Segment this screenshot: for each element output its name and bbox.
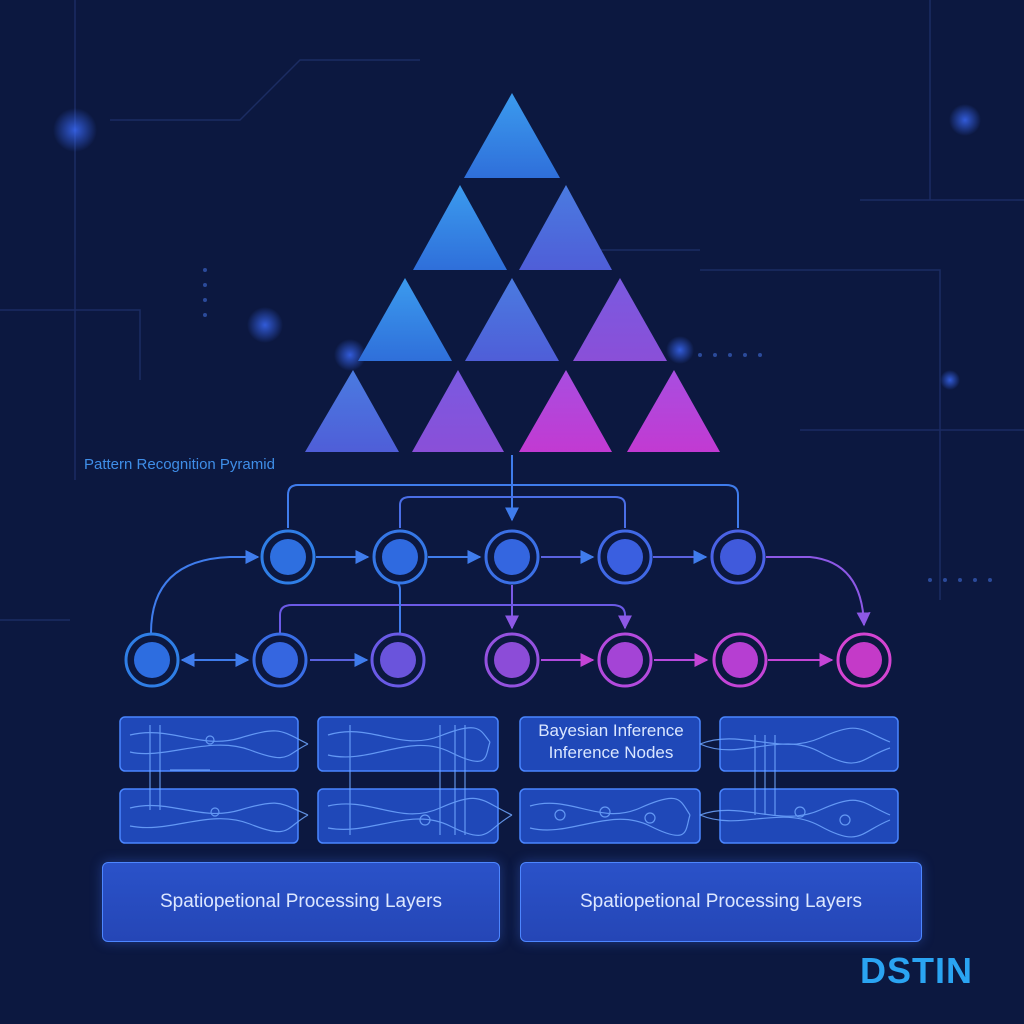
node (270, 539, 306, 575)
node (720, 539, 756, 575)
processing-layers-right-label: Spatiopetional Processing Layers (579, 891, 862, 912)
processing-layers-right: Spatiopetional Processing Layers (520, 862, 922, 942)
pyramid-triangle (305, 370, 399, 452)
pyramid-triangle (519, 185, 612, 270)
node (722, 642, 758, 678)
inference-nodes (124, 529, 892, 688)
processing-layers-left: Spatiopetional Processing Layers (102, 862, 500, 942)
background-circuitry (0, 0, 1024, 621)
pyramid-label: Pattern Recognition Pyramid (84, 456, 275, 473)
pyramid-triangle (464, 93, 560, 178)
flow-streamlines (129, 725, 891, 838)
node (262, 642, 298, 678)
flow-panel (719, 716, 899, 772)
pyramid-triangle (358, 278, 452, 361)
processing-layers-left-label: Spatiopetional Processing Layers (159, 891, 442, 912)
flow-panel (317, 716, 499, 772)
node (380, 642, 416, 678)
pyramid-triangle (573, 278, 667, 361)
brand-logo: DSTIN (860, 950, 973, 991)
pyramid-triangle (465, 278, 559, 361)
flow-panel (119, 788, 299, 844)
bayesian-inference-label: Bayesian Inference Inference Nodes (522, 720, 700, 764)
node (134, 642, 170, 678)
pyramid-triangle (413, 185, 507, 270)
node (494, 642, 530, 678)
node (607, 642, 643, 678)
bayesian-line-1: Bayesian Inference (538, 721, 684, 740)
background-dots (203, 268, 992, 582)
flow-panel (719, 788, 899, 844)
bayesian-line-2: Inference Nodes (548, 743, 674, 762)
node (846, 642, 882, 678)
pyramid-triangle (519, 370, 612, 452)
pyramid-triangle (412, 370, 504, 452)
node (607, 539, 643, 575)
background-glows (53, 104, 981, 390)
node (382, 539, 418, 575)
network-connectors (149, 455, 871, 667)
pyramid-triangle (627, 370, 720, 452)
flow-panels (119, 716, 899, 844)
node (494, 539, 530, 575)
pattern-recognition-pyramid (305, 93, 720, 452)
